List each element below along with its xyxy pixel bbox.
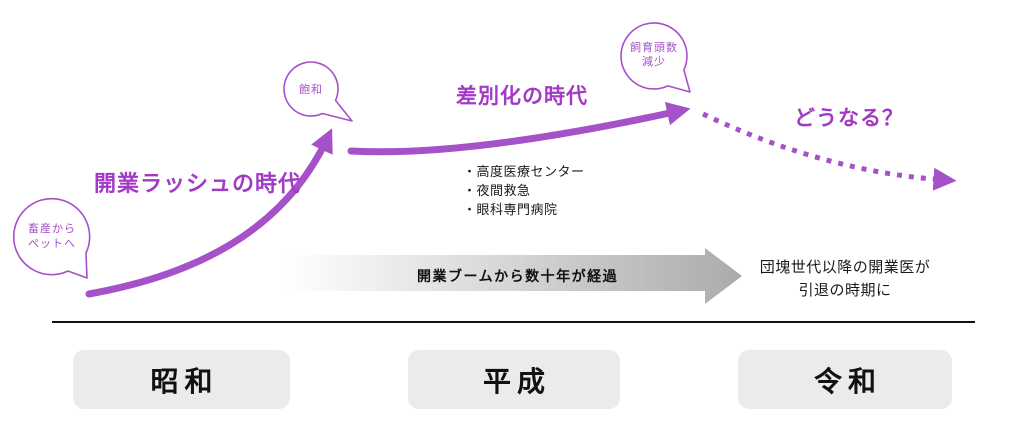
speech-bubble-livestock: [12, 197, 91, 279]
time-passage-arrow-label: 開業ブームから数十年が経過: [417, 268, 619, 284]
bubble-label-livestock: 畜産から ペットへ: [28, 223, 76, 250]
timeline-box-heisei: 平成: [408, 350, 620, 409]
bubble-label-pet-decline: 飼育頭数 減少: [630, 42, 678, 68]
bullet-item: ・眼科専門病院: [463, 202, 558, 217]
bubble-label-saturation: 飽和: [299, 84, 323, 96]
era-title-heisei: 差別化の時代: [456, 85, 588, 108]
bullet-item: ・高度医療センター: [463, 164, 585, 179]
timeline-box-showa: 昭和: [73, 350, 290, 409]
speech-bubble-pet-decline: [620, 22, 691, 93]
era-title-reiwa: どうなる？: [794, 107, 904, 130]
time-passage-arrow: [285, 248, 742, 304]
differentiation-bullet-list: ・高度医療センター ・夜間救急 ・眼科専門病院: [463, 162, 585, 219]
timeline-divider: [52, 321, 975, 323]
era-title-showa: 開業ラッシュの時代: [94, 171, 302, 196]
speech-bubble-saturation: [283, 61, 353, 122]
growth-curve-heisei: [347, 101, 691, 156]
bullet-item: ・夜間救急: [463, 183, 531, 198]
timeline-box-reiwa: 令和: [738, 350, 952, 409]
growth-curve-showa: [85, 128, 333, 298]
retirement-note: 団塊世代以降の開業医が 引退の時期に: [759, 259, 931, 299]
